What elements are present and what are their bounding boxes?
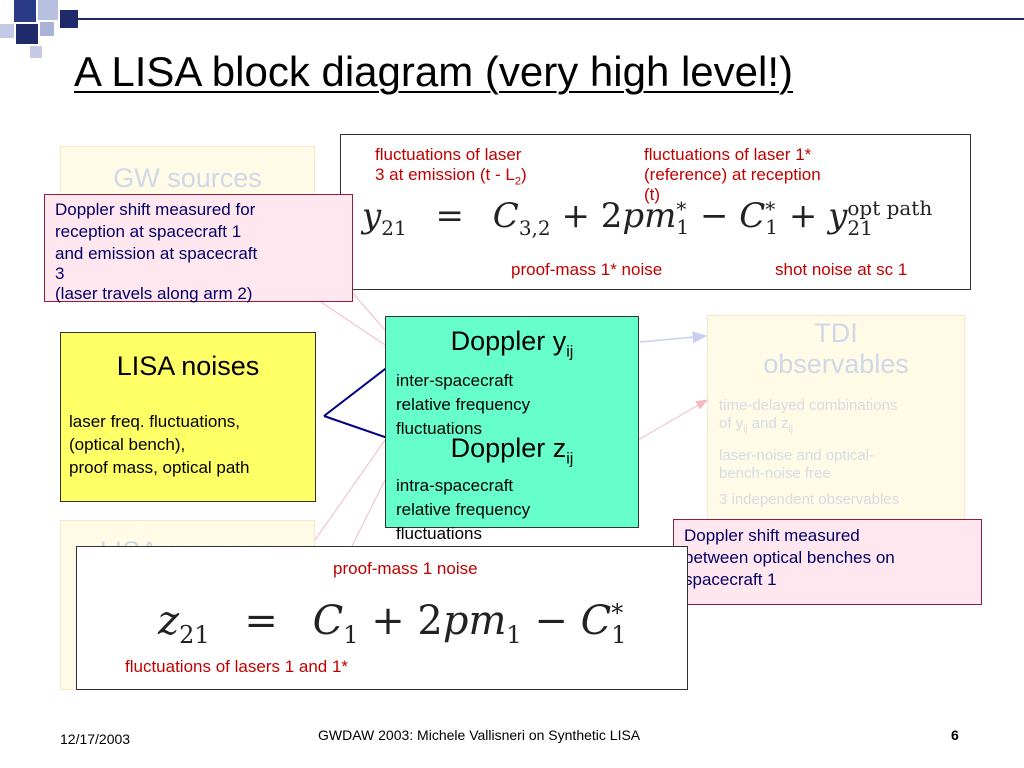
z-equation-box: [76, 546, 688, 690]
note-line: between optical benches on: [684, 548, 895, 567]
noise-line: proof mass, optical path: [69, 458, 250, 477]
laser3-label: fluctuations of laser 3 at emission (t -…: [375, 145, 527, 191]
noise-line: (optical bench),: [69, 435, 186, 454]
tdi-line: 3 independent observables: [719, 491, 900, 508]
tdi-title: TDI observables: [707, 318, 965, 380]
corner-square-decoration: [40, 22, 54, 36]
note-line: Doppler shift measured for: [55, 200, 256, 219]
note-line: 3: [55, 264, 65, 283]
laser1-label-line: fluctuations of laser 1*: [644, 145, 812, 164]
tdi-box: [707, 315, 965, 523]
gw-sources-title: GW sources: [113, 163, 262, 193]
corner-square-decoration: [0, 24, 14, 38]
faint-arrow: [639, 331, 708, 344]
pm1-noise-label: proof-mass 1 noise: [333, 559, 478, 578]
corner-square-decoration: [30, 46, 42, 58]
doppler-box: [385, 316, 639, 528]
faint-connector: [314, 297, 386, 346]
faint-connector: [637, 399, 709, 441]
lisa-noises-title: LISA noises: [116, 351, 260, 381]
footer-date: 12/17/2003: [60, 731, 131, 747]
footer-center-text: GWDAW 2003: Michele Vallisneri on Synthe…: [318, 727, 641, 743]
laser3-label-line: fluctuations of laser: [375, 145, 522, 164]
page-number: 6: [951, 727, 959, 743]
laser1-label-line: (reference) at reception: [644, 165, 821, 184]
laser3-label-line: 3 at emission (t - L2): [375, 165, 527, 188]
title-rule: [60, 18, 1024, 20]
note-line: spacecraft 1: [684, 570, 777, 589]
corner-square-decoration: [16, 24, 38, 44]
corner-square-decoration: [38, 0, 58, 20]
doppler-z-title: Doppler zij: [450, 433, 574, 468]
y-equation-box: [340, 134, 971, 290]
lasers-label: fluctuations of lasers 1 and 1*: [125, 657, 349, 676]
optical-bench-note: Doppler shift measured between optical b…: [673, 519, 982, 605]
pm-noise-label: proof-mass 1* noise: [511, 260, 663, 279]
note-line: reception at spacecraft 1: [55, 222, 242, 241]
tdi-line: of yij and zij: [719, 415, 793, 435]
tdi-line: laser-noise and optical-: [719, 447, 875, 464]
noise-line: laser freq. fluctuations,: [69, 412, 241, 431]
z-equation: z21 = C1 + 2pm1 − C*1: [158, 598, 627, 649]
tdi-description: time-delayed combinations of yij and zij…: [719, 397, 964, 509]
corner-square-decoration: [14, 0, 36, 22]
tdi-title-line: TDI: [814, 318, 858, 348]
faint-connector: [314, 439, 386, 541]
doppler-shift-note: Doppler shift measured for reception at …: [44, 194, 353, 303]
note-line: and emission at spacecraft: [55, 244, 258, 263]
lisa-noises-box: [60, 332, 316, 502]
laser1-label-line: (t): [644, 185, 661, 204]
tdi-title-line: observables: [763, 349, 909, 379]
tdi-line: time-delayed combinations: [719, 397, 898, 414]
doppler-y-title: Doppler yij: [450, 326, 574, 361]
laser1-label: fluctuations of laser 1* (reference) at …: [644, 145, 821, 205]
shot-noise-label: shot noise at sc 1: [775, 260, 908, 279]
note-line: (laser travels along arm 2): [55, 284, 253, 303]
doppler-y-text: inter-spacecraft relative frequency fluc…: [396, 371, 531, 438]
note-line: Doppler shift measured: [684, 526, 860, 545]
page-title: A LISA block diagram (very high level!): [74, 48, 794, 95]
tdi-line: bench-noise free: [719, 465, 831, 482]
doppler-z-text: intra-spacecraft relative frequency fluc…: [396, 476, 531, 543]
lisa-noises-list: laser freq. fluctuations, (optical bench…: [69, 410, 314, 479]
